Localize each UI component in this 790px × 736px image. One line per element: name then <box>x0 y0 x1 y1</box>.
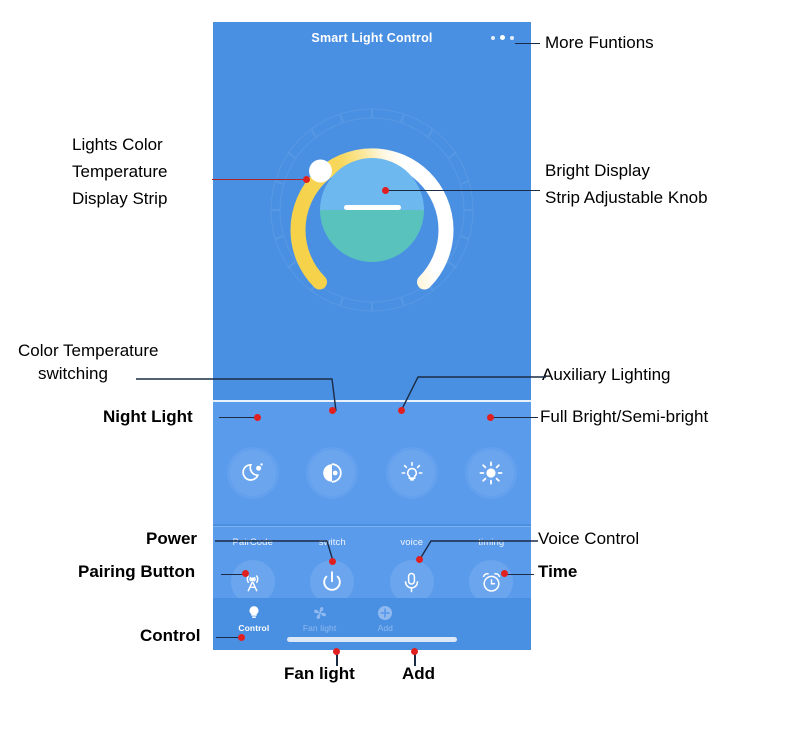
annotation-power: Power <box>146 529 198 548</box>
annotation-full-bright: Full Bright/Semi-bright <box>540 407 709 426</box>
timing-button[interactable] <box>469 560 514 604</box>
marker-night-light <box>254 414 261 421</box>
home-indicator <box>287 637 457 642</box>
brightness-bar <box>344 205 401 210</box>
plus-circle-icon <box>377 605 393 621</box>
annotation-control: Control <box>140 626 201 645</box>
half-circle-icon <box>323 463 342 483</box>
power-button[interactable] <box>310 560 355 604</box>
nav-item-control[interactable]: Control <box>221 605 287 633</box>
marker-bright-knob <box>382 187 389 194</box>
marker-full-bright <box>487 414 494 421</box>
func-cell-switch[interactable] <box>293 560 373 604</box>
leader-voice-control <box>419 540 538 560</box>
annotation-color-temp-switching-line2: switching <box>38 364 108 383</box>
leader-auxiliary-lighting <box>400 376 546 412</box>
nav-item-add[interactable]: Add <box>352 605 418 633</box>
voice-button[interactable] <box>389 560 434 604</box>
marker-fan-light <box>333 648 340 655</box>
fan-icon <box>312 605 328 621</box>
annotation-auxiliary-lighting: Auxiliary Lighting <box>542 365 671 384</box>
bottom-navbar: Control Fan light <box>213 598 531 650</box>
bulb-rays-icon <box>401 461 423 481</box>
annotation-color-temp-switching-line1: Color Temperature <box>18 341 159 360</box>
nav-label-control: Control <box>238 623 270 633</box>
more-dots-icon[interactable] <box>491 35 517 41</box>
marker-color-temp-switching <box>329 407 336 414</box>
nav-label-add: Add <box>377 623 394 633</box>
leader-add <box>414 652 416 666</box>
dial-knob <box>309 159 332 183</box>
phone-screen: Smart Light Control <box>213 22 531 650</box>
alarm-clock-icon <box>482 572 500 592</box>
mode-cell-night-light[interactable] <box>213 450 293 496</box>
leader-color-temp-switching <box>136 378 337 412</box>
annotation-bright-knob-line1: Bright Display <box>545 161 650 180</box>
mode-panel <box>213 400 531 524</box>
switch-label: switch <box>318 537 346 548</box>
sun-icon <box>479 461 503 485</box>
marker-voice-control <box>416 556 423 563</box>
leader-control <box>216 637 242 639</box>
dial-track <box>290 148 454 290</box>
annotation-color-temp-strip-line3: Display Strip <box>72 189 168 208</box>
func-cell-paircode[interactable] <box>213 560 293 604</box>
annotation-color-temp-strip-line2: Temperature <box>72 162 168 181</box>
func-cell-voice[interactable] <box>372 560 452 604</box>
annotation-pairing-button: Pairing Button <box>78 562 196 581</box>
leader-full-bright <box>492 417 538 419</box>
annotation-add: Add <box>402 664 436 683</box>
marker-color-temp-strip <box>303 176 310 183</box>
annotation-voice-control: Voice Control <box>538 529 640 548</box>
brightness-dial[interactable] <box>257 104 487 316</box>
annotation-fan-light: Fan light <box>284 664 355 683</box>
annotation-time: Time <box>538 562 578 581</box>
moon-icon <box>242 463 263 481</box>
leader-night-light <box>219 417 259 419</box>
func-cell-timing[interactable] <box>452 560 532 604</box>
leader-fan-light <box>336 652 338 666</box>
auxiliary-lighting-button[interactable] <box>388 450 435 496</box>
timing-label: timing <box>478 537 505 548</box>
color-temperature-button[interactable] <box>309 450 356 496</box>
power-icon <box>323 571 341 591</box>
leader-more-functions <box>515 43 540 45</box>
marker-control <box>238 634 245 641</box>
voice-label: voice <box>400 537 424 548</box>
nav-label-fan-light: Fan light <box>302 623 337 633</box>
bulb-icon <box>247 605 261 621</box>
annotation-bright-knob-line2: Strip Adjustable Knob <box>545 188 708 207</box>
mode-cell-color-temperature[interactable] <box>293 450 373 496</box>
app-titlebar: Smart Light Control <box>213 22 531 56</box>
marker-power <box>329 558 336 565</box>
paircode-button[interactable] <box>230 560 275 604</box>
night-light-button[interactable] <box>229 450 276 496</box>
marker-add <box>411 648 418 655</box>
marker-auxiliary-lighting <box>398 407 405 414</box>
func-label-cell: voice <box>372 537 452 548</box>
leader-color-temp-strip <box>212 179 308 181</box>
annotation-more-functions: More Funtions <box>545 33 654 52</box>
annotation-color-temp-strip-line1: Lights Color <box>72 135 163 154</box>
marker-time <box>501 570 508 577</box>
func-label-cell: switch <box>293 537 373 548</box>
marker-pairing-button <box>242 570 249 577</box>
nav-item-fan-light[interactable]: Fan light <box>287 605 353 633</box>
page-title: Smart Light Control <box>311 31 433 45</box>
paircode-label: PairCode <box>232 537 273 548</box>
annotation-night-light: Night Light <box>103 407 193 426</box>
tick-ring <box>270 108 474 312</box>
func-label-cell: timing <box>452 537 532 548</box>
leader-time <box>506 574 534 576</box>
mode-cell-auxiliary-lighting[interactable] <box>372 450 452 496</box>
mode-cell-full-bright[interactable] <box>452 450 532 496</box>
leader-power <box>215 540 334 562</box>
signal-tower-icon <box>246 574 259 591</box>
leader-bright-knob <box>385 190 540 192</box>
leader-pairing-button <box>221 574 246 576</box>
full-bright-button[interactable] <box>468 450 515 496</box>
microphone-icon <box>405 572 419 592</box>
func-label-cell: PairCode <box>213 537 293 548</box>
